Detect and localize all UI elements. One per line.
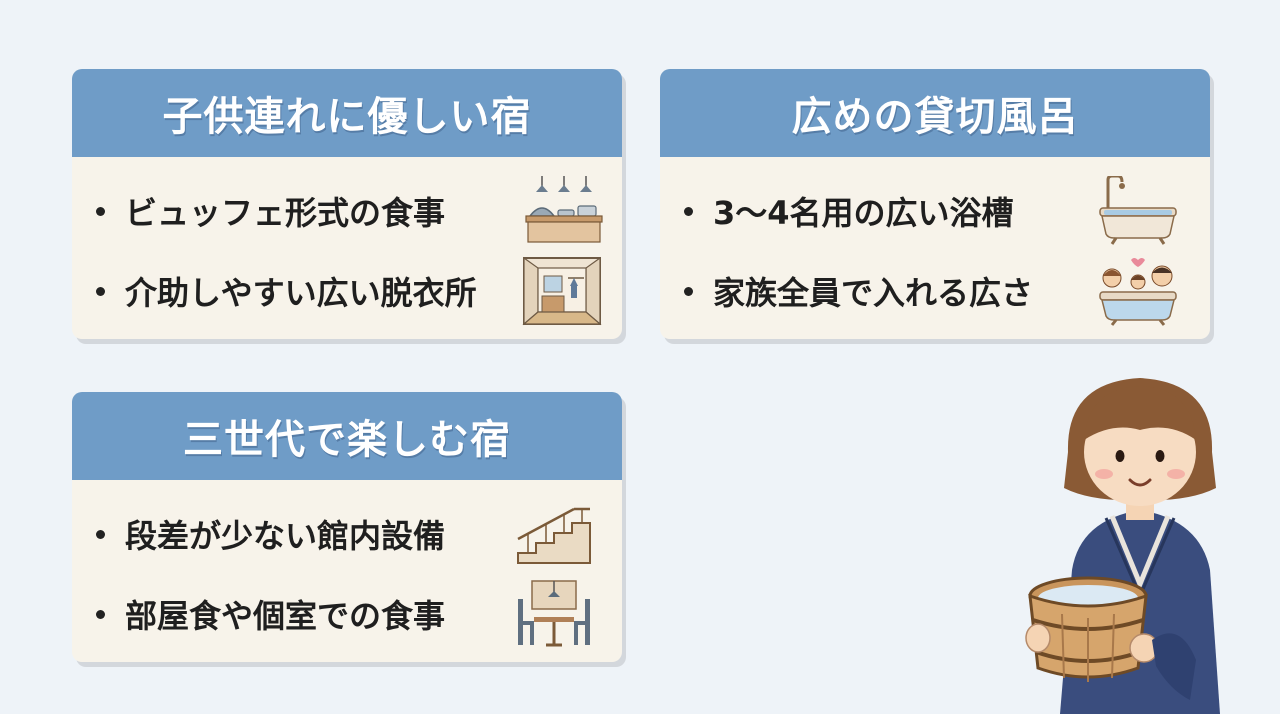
card-title: 子供連れに優しい宿 — [72, 69, 622, 157]
list-item-text: 部屋食や個室での食事 — [125, 597, 446, 635]
list-item: 家族全員で入れる広さ — [660, 254, 1210, 328]
card-three-generations-inn: 三世代で楽しむ宿 段差が少ない館内設備 部屋食や個室での食事 — [72, 392, 622, 662]
card-private-bath: 広めの貸切風呂 3～4名用の広い浴槽 家族全員で入れる広さ — [660, 69, 1210, 339]
list-item-text: ビュッフェ形式の食事 — [125, 194, 446, 232]
dressing-room-icon — [522, 256, 602, 326]
list-item: 段差が少ない館内設備 — [72, 497, 622, 571]
card-title: 三世代で楽しむ宿 — [72, 392, 622, 480]
list-item: 介助しやすい広い脱衣所 — [72, 254, 622, 328]
card-child-friendly-inn: 子供連れに優しい宿 ビュッフェ形式の食事 介助しやすい広い脱衣所 — [72, 69, 622, 339]
list-item: 3～4名用の広い浴槽 — [660, 174, 1210, 248]
list-item: ビュッフェ形式の食事 — [72, 174, 622, 248]
card-title: 広めの貸切風呂 — [660, 69, 1210, 157]
list-item-text: 3～4名用の広い浴槽 — [713, 194, 1014, 232]
stairs-icon — [517, 507, 591, 564]
list-item-text: 段差が少ない館内設備 — [125, 517, 446, 555]
list-item-text: 介助しやすい広い脱衣所 — [125, 274, 477, 312]
bathtub-icon — [1099, 176, 1177, 245]
buffet-icon — [525, 176, 603, 243]
list-item-text: 家族全員で入れる広さ — [713, 274, 1034, 312]
woman-with-bath-bucket-illustration — [1025, 378, 1220, 714]
family-bath-icon — [1099, 258, 1177, 326]
list-item: 部屋食や個室での食事 — [72, 577, 622, 651]
dining-table-icon — [518, 580, 590, 647]
